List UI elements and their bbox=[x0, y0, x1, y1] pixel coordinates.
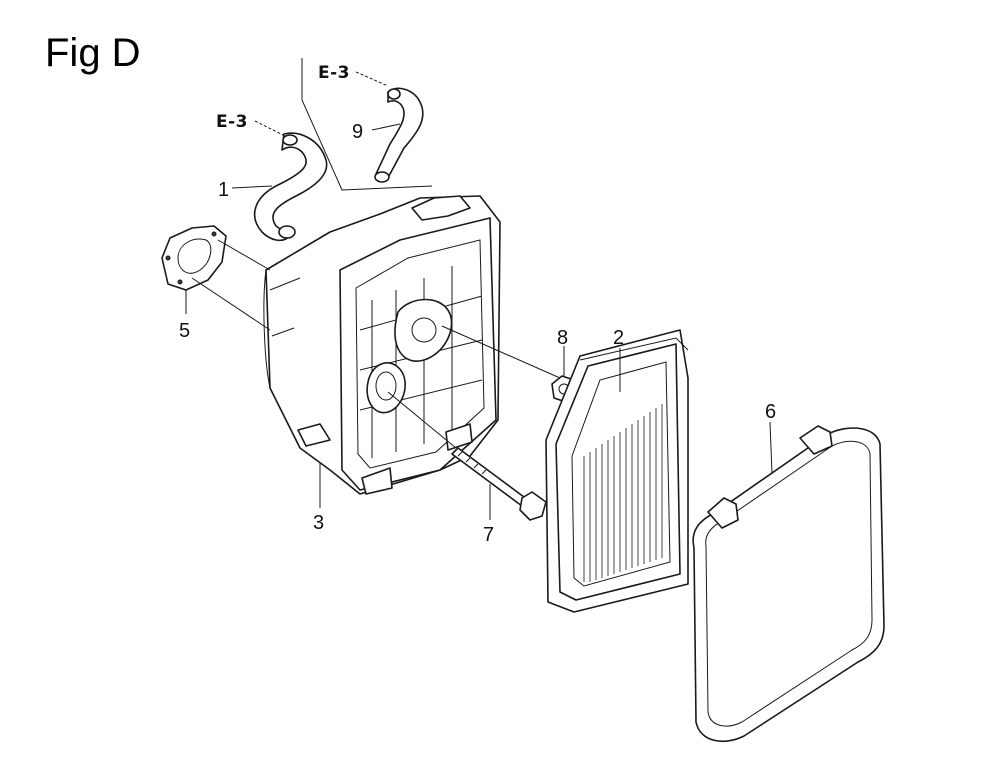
reference-label-lower: E-3 bbox=[216, 112, 248, 132]
reference-leader-lower bbox=[254, 120, 286, 137]
callout-9: 9 bbox=[352, 121, 363, 143]
callout-8: 8 bbox=[557, 327, 568, 349]
leader-1 bbox=[231, 185, 273, 189]
air-cleaner-case bbox=[263, 195, 501, 495]
long-bolt bbox=[451, 447, 547, 521]
gasket bbox=[161, 225, 227, 291]
leader-6 bbox=[769, 421, 773, 475]
lower-breather-hose bbox=[253, 132, 328, 242]
callout-6: 6 bbox=[765, 401, 776, 423]
callout-1: 1 bbox=[218, 179, 229, 201]
reference-label-upper: E-3 bbox=[318, 63, 350, 83]
callout-2: 2 bbox=[613, 327, 624, 349]
callout-5: 5 bbox=[179, 320, 190, 342]
upper-breather-hose bbox=[374, 87, 424, 183]
filter-element bbox=[545, 329, 689, 613]
leader-gasket-to-case bbox=[191, 277, 271, 331]
leader-9 bbox=[371, 123, 401, 131]
callout-3: 3 bbox=[313, 512, 324, 534]
reference-leader-upper bbox=[355, 71, 389, 87]
leader-stud-nut bbox=[441, 325, 561, 379]
leader-housing-top bbox=[301, 58, 433, 191]
figure-title: Fig D bbox=[45, 31, 141, 75]
callout-7: 7 bbox=[483, 524, 494, 546]
leader-gasket-to-case-upper bbox=[217, 239, 271, 271]
leader-port-bolt bbox=[387, 391, 457, 449]
air-cleaner-cover bbox=[692, 425, 885, 743]
